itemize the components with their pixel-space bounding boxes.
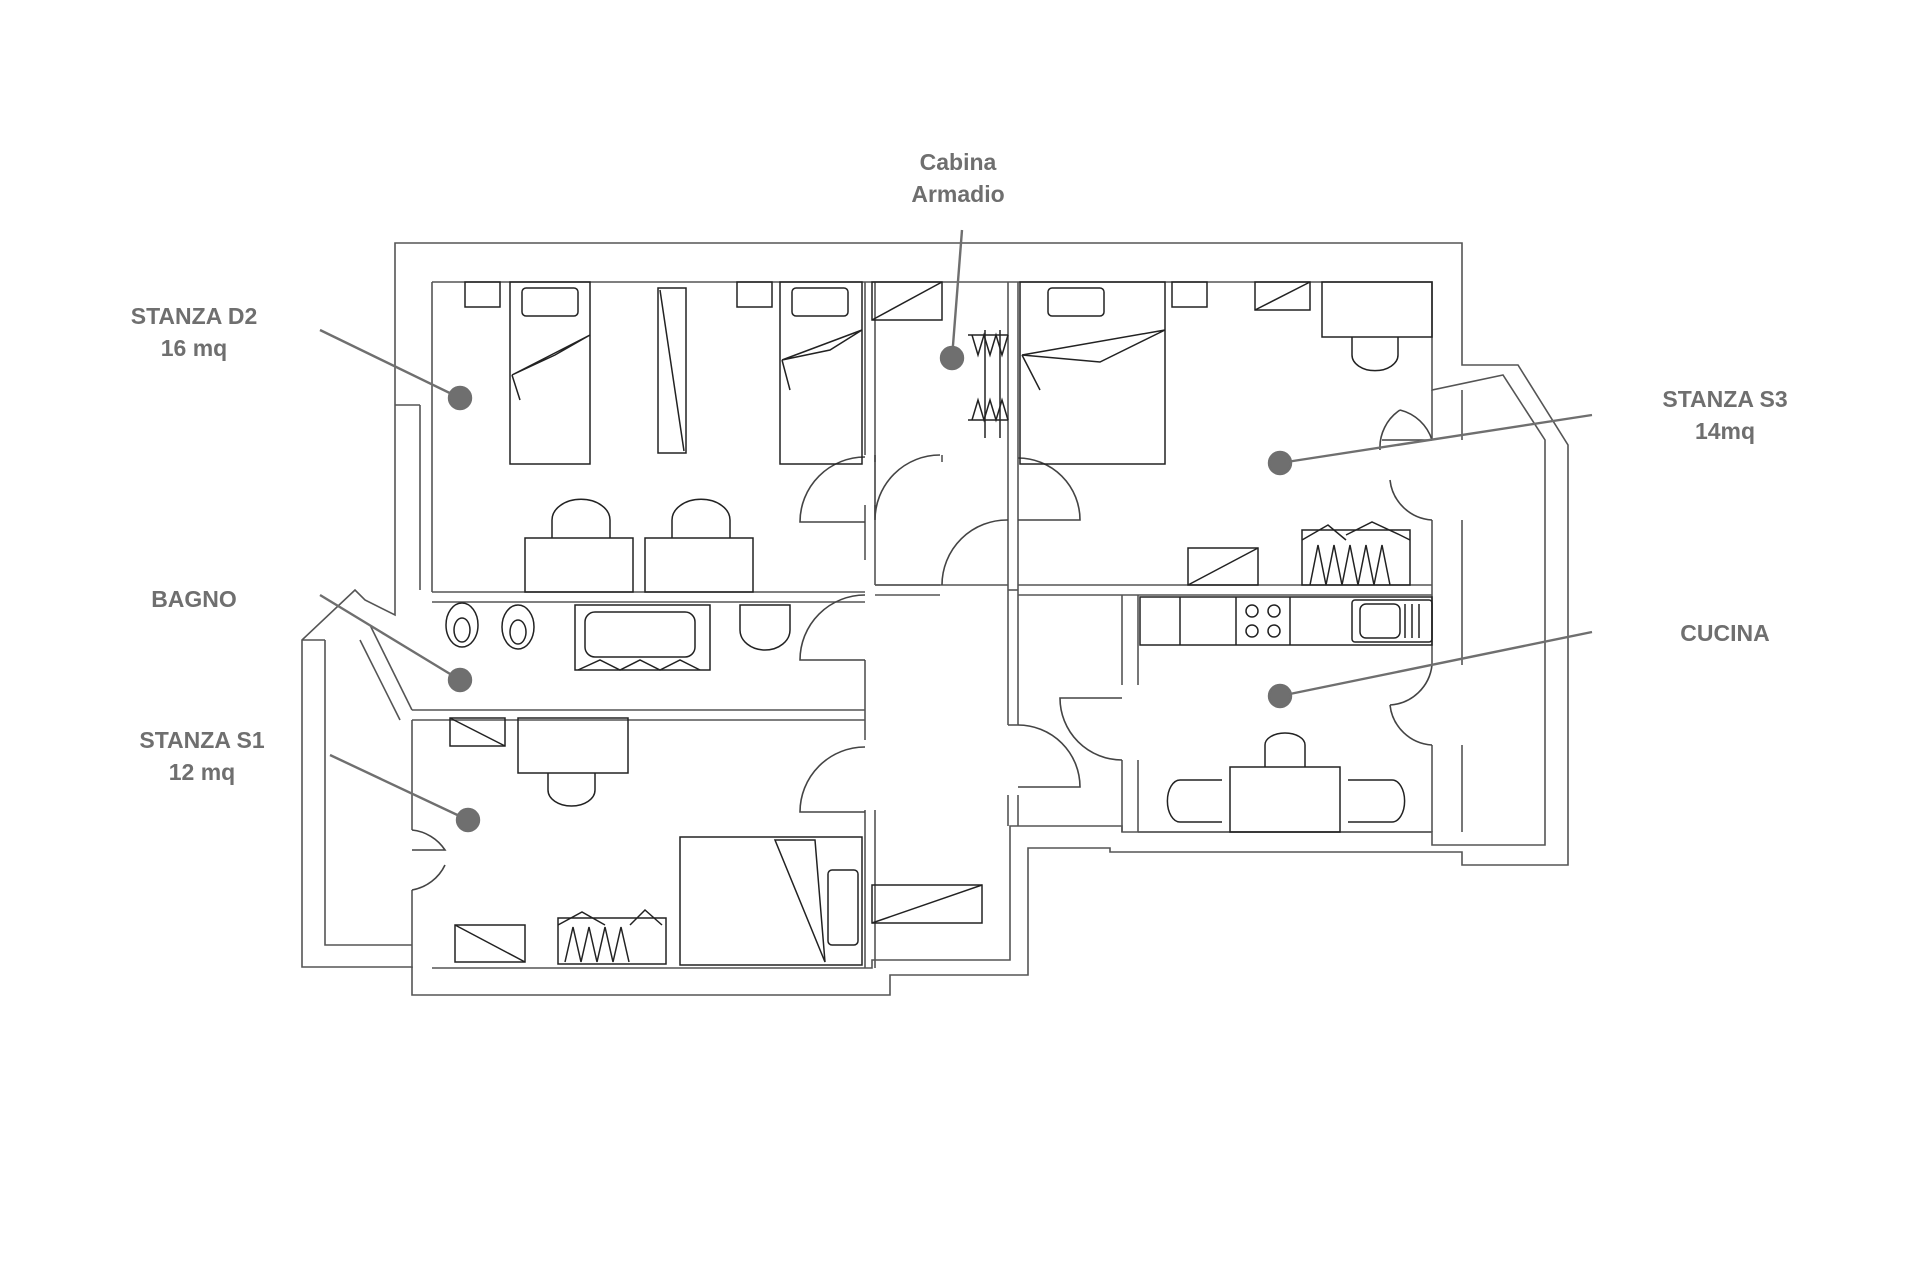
- label-s3-area: 14mq: [1694, 418, 1756, 444]
- label-d2-area: 16 mq: [160, 335, 228, 361]
- leader-d2: [319, 328, 461, 400]
- furniture: [445, 281, 1433, 966]
- label-cucina-name: CUCINA: [1680, 620, 1770, 646]
- label-cabina-line1: Cabina: [919, 149, 997, 175]
- marker-s3: [1267, 450, 1293, 476]
- label-cabina-line2: Armadio: [911, 181, 1005, 207]
- marker-d2: [447, 385, 473, 411]
- marker-bagno: [447, 667, 473, 693]
- leader-cucina: [1279, 630, 1593, 698]
- label-bagno-name: BAGNO: [151, 586, 237, 612]
- label-stanza-s1: STANZA S1 12 mq: [102, 724, 302, 788]
- label-cucina: CUCINA: [1625, 617, 1825, 649]
- label-stanza-d2: STANZA D2 16 mq: [94, 300, 294, 364]
- walls: [301, 242, 1569, 996]
- leader-bagno: [319, 593, 461, 682]
- label-s1-name: STANZA S1: [139, 727, 265, 753]
- marker-s1: [455, 807, 481, 833]
- label-s1-area: 12 mq: [168, 759, 236, 785]
- leader-cabina: [950, 229, 964, 359]
- leader-s3: [1279, 413, 1593, 465]
- label-stanza-s3: STANZA S3 14mq: [1625, 383, 1825, 447]
- label-d2-name: STANZA D2: [130, 303, 258, 329]
- marker-cabina: [939, 345, 965, 371]
- label-s3-name: STANZA S3: [1662, 386, 1788, 412]
- leader-s1: [329, 753, 469, 822]
- label-cabina-armadio: Cabina Armadio: [858, 146, 1058, 210]
- leaders: [319, 229, 1593, 833]
- doors: [411, 409, 1433, 891]
- label-bagno: BAGNO: [94, 583, 294, 615]
- marker-cucina: [1267, 683, 1293, 709]
